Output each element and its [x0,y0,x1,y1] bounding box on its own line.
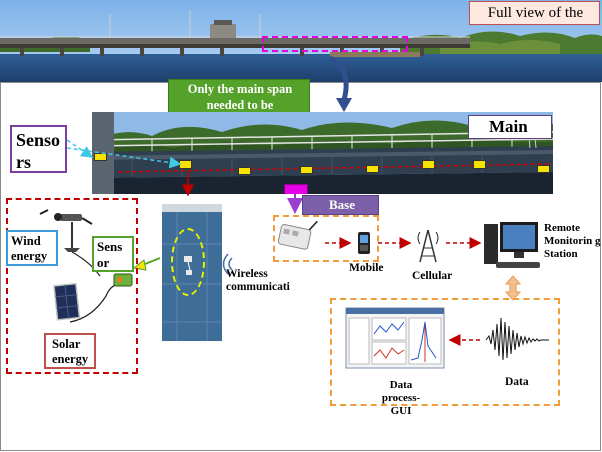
sensor-marker-5 [366,165,379,173]
main-label-box: Main [468,115,552,139]
sensor-marker-4 [300,166,313,174]
sensor-marker-6 [422,160,435,169]
base-label: Base [329,197,355,212]
remote-station-label: Remote Monitorin g Station [544,222,601,260]
sensor-box-label: Sens or [97,239,123,270]
energy-panel [6,198,138,374]
wind-energy-label: Wind energy [11,234,48,263]
data-process-label: Data process-GUI [381,379,421,417]
pier-photo [162,204,222,341]
main-label: Main [489,117,528,136]
solar-energy-box: Solar energy [44,333,96,369]
main-span-callout-text: Only the main span needed to be [187,82,293,112]
main-span-callout: Only the main span needed to be [168,79,310,115]
sensors-label-box: Senso rs [10,125,67,173]
sensor-marker-3 [238,167,251,175]
full-view-label: Full view of the [487,5,584,21]
sensor-marker-1 [94,153,107,161]
data-processing-panel [330,298,560,406]
cellular-label: Cellular [412,270,453,282]
mobile-label: Mobile [349,262,384,274]
sensor-marker-8 [537,165,550,173]
wireless-label: Wireless communicati [226,268,290,293]
pier-sensor-highlight [171,228,205,296]
sensors-label: Senso rs [16,130,61,172]
base-station-frame [273,215,379,262]
full-view-label-box: Full view of the [469,1,600,25]
data-label: Data [505,376,529,388]
base-label-box: Base [302,195,379,215]
sensor-marker-7 [473,160,486,169]
base-marker [284,184,308,194]
solar-energy-label: Solar energy [52,337,89,366]
main-span-highlight-top [262,36,408,52]
wind-energy-box: Wind energy [6,230,58,266]
sensor-box: Sens or [92,236,134,272]
main-span-photo [92,112,553,194]
